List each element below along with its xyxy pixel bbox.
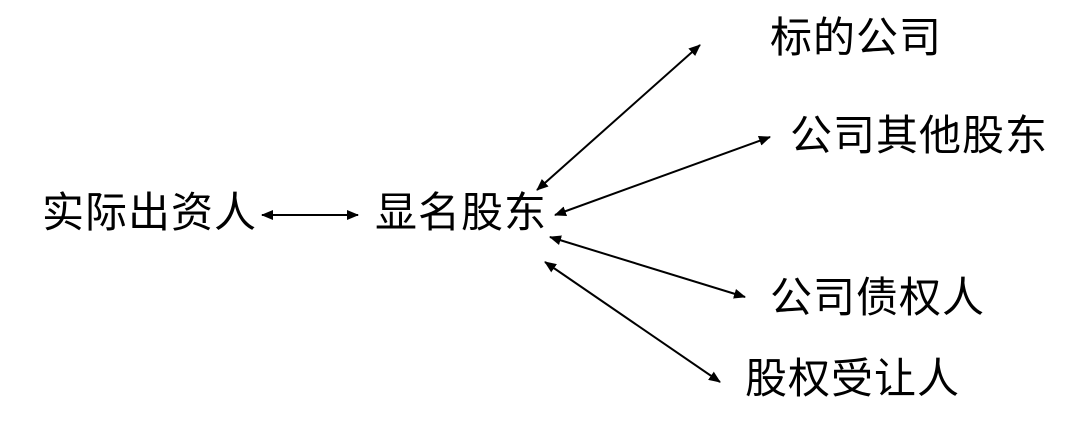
node-equity-transferee: 股权受让人	[745, 354, 961, 403]
node-nominal-shareholder: 显名股东	[375, 188, 548, 237]
node-target-company: 标的公司	[770, 13, 943, 62]
node-other-shareholders: 公司其他股东	[790, 111, 1049, 160]
arrow-nominal-other-shareholders	[554, 136, 771, 216]
arrow-nominal-transferee	[544, 261, 721, 383]
arrow-nominal-target-company	[536, 44, 701, 191]
node-creditors: 公司债权人	[770, 273, 986, 322]
node-actual-investor: 实际出资人	[42, 188, 258, 237]
arrow-nominal-creditors	[549, 235, 746, 299]
